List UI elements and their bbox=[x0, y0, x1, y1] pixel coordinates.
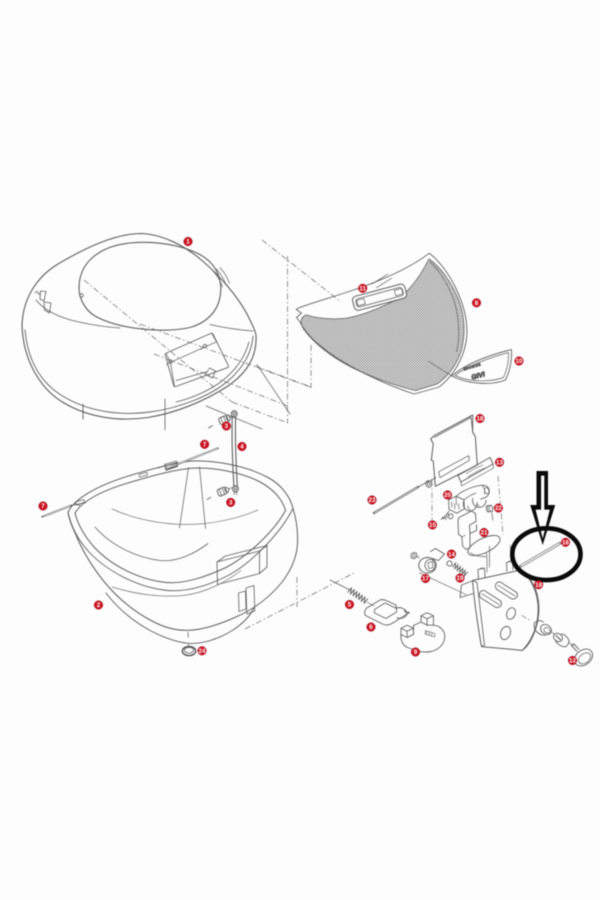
svg-text:7: 7 bbox=[203, 442, 207, 449]
svg-text:13: 13 bbox=[496, 460, 503, 467]
svg-text:7: 7 bbox=[41, 503, 45, 510]
svg-text:14: 14 bbox=[448, 551, 455, 558]
svg-text:18: 18 bbox=[477, 416, 484, 423]
svg-text:20: 20 bbox=[444, 492, 451, 499]
svg-text:9: 9 bbox=[414, 649, 418, 656]
svg-text:23: 23 bbox=[369, 497, 376, 504]
svg-text:3: 3 bbox=[225, 423, 229, 430]
svg-text:5: 5 bbox=[348, 602, 352, 609]
svg-text:10: 10 bbox=[516, 358, 523, 365]
svg-text:12: 12 bbox=[569, 658, 576, 665]
svg-text:11: 11 bbox=[359, 286, 366, 293]
svg-text:8: 8 bbox=[475, 300, 479, 307]
svg-text:MICRO2: MICRO2 bbox=[463, 362, 482, 371]
svg-text:22: 22 bbox=[495, 505, 502, 512]
svg-text:1: 1 bbox=[186, 239, 190, 246]
svg-text:24: 24 bbox=[199, 648, 206, 655]
svg-text:21: 21 bbox=[481, 530, 488, 537]
svg-text:3: 3 bbox=[229, 500, 233, 507]
svg-text:2: 2 bbox=[97, 602, 101, 609]
svg-text:4: 4 bbox=[240, 444, 244, 451]
svg-text:17: 17 bbox=[422, 576, 429, 583]
svg-text:GIVI: GIVI bbox=[471, 371, 486, 381]
svg-text:19: 19 bbox=[457, 575, 464, 582]
svg-text:15: 15 bbox=[429, 522, 436, 529]
svg-text:16: 16 bbox=[562, 540, 569, 547]
svg-text:6: 6 bbox=[369, 624, 373, 631]
svg-text:18: 18 bbox=[535, 582, 542, 589]
